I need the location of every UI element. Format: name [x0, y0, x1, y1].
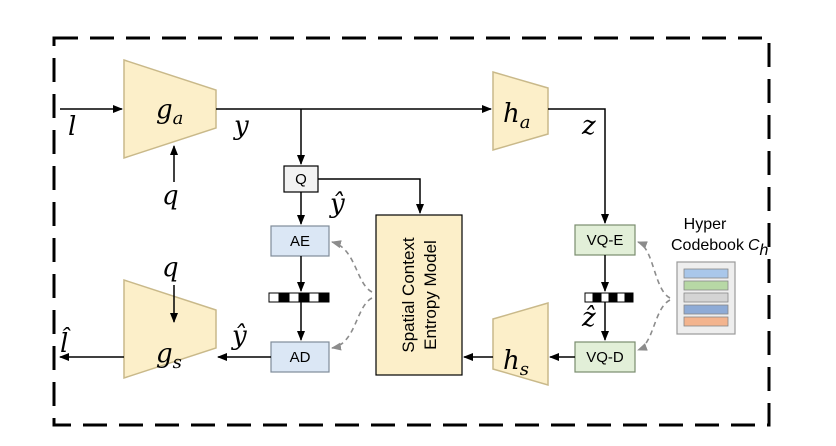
ae-label: AE	[290, 233, 310, 250]
codebook-entry-3	[683, 292, 729, 303]
codebook-to-vqd-dashed-arrow	[637, 299, 671, 351]
ha-sub: a	[520, 112, 531, 133]
gs-shape	[123, 278, 217, 380]
gs-sub: s	[173, 352, 182, 373]
vq-encoder-block: VQ-E	[574, 224, 636, 256]
z-hat-label: ẑ	[581, 303, 596, 333]
quantizer-label: Q	[295, 171, 307, 188]
q-top-label: q	[162, 181, 179, 211]
bitstream-left	[268, 292, 330, 303]
ga-shape	[123, 58, 217, 160]
hyper-analysis-ha: ha	[492, 71, 549, 151]
q-bottom-label: q	[162, 253, 179, 283]
gs-base: g	[156, 339, 173, 369]
arithmetic-encoder-block: AE	[270, 225, 330, 257]
codebook-entry-5	[683, 316, 729, 327]
ga-base: g	[156, 95, 173, 125]
synthesis-transform-gs: gs	[123, 278, 217, 380]
y-hat-bottom-label: ŷ	[231, 321, 247, 351]
svg-text:hs: hs	[503, 346, 529, 380]
hs-base: h	[503, 346, 520, 376]
svg-text:ga: ga	[156, 95, 183, 129]
output-label: l̂	[60, 327, 72, 359]
bitstream-right	[584, 292, 634, 303]
y-hat-top-label: ŷ	[329, 189, 345, 219]
y-label: y	[233, 111, 249, 141]
svg-text:ha: ha	[503, 99, 530, 133]
hyper-synthesis-hs: hs	[492, 302, 549, 386]
vq-decoder-block: VQ-D	[574, 341, 636, 373]
spatial-context-entropy-model: Spatial Context Entropy Model	[375, 214, 463, 376]
codebook-entry-1	[683, 268, 729, 279]
entropy-model-line1: Spatial Context	[399, 237, 418, 353]
arithmetic-decoder-block: AD	[270, 341, 330, 373]
quantizer-block: Q	[283, 165, 319, 193]
outer-dashed-frame	[52, 36, 771, 427]
codebook-symbol: C	[748, 237, 760, 254]
ga-sub: a	[173, 108, 184, 129]
input-label: l	[68, 112, 76, 142]
vqe-label: VQ-E	[587, 232, 624, 249]
z-label: z	[581, 111, 596, 141]
ad-label: AD	[290, 349, 311, 366]
codebook-symbol-sub: h	[760, 242, 769, 259]
codebook-entry-2	[683, 280, 729, 291]
hs-sub: s	[520, 359, 529, 380]
entropy-model-line2: Entropy Model	[421, 240, 440, 350]
codebook-entry-4	[683, 304, 729, 315]
codebook-title: Hyper	[684, 216, 727, 233]
codebook-subtitle: Codebook	[671, 237, 745, 254]
svg-text:gs: gs	[156, 339, 182, 373]
codebook-to-vqe-dashed-arrow	[637, 241, 671, 299]
hs-shape	[492, 302, 549, 386]
ha-base: h	[503, 99, 520, 129]
entropy-to-ad-dashed-arrow	[331, 297, 373, 351]
vqd-label: VQ-D	[586, 349, 624, 366]
analysis-transform-ga: ga	[123, 58, 217, 160]
ha-shape	[492, 71, 549, 151]
entropy-to-ae-dashed-arrow	[331, 240, 373, 293]
ha-to-vqe-arrow	[548, 108, 609, 224]
q-to-entropy-arrow	[318, 178, 424, 214]
